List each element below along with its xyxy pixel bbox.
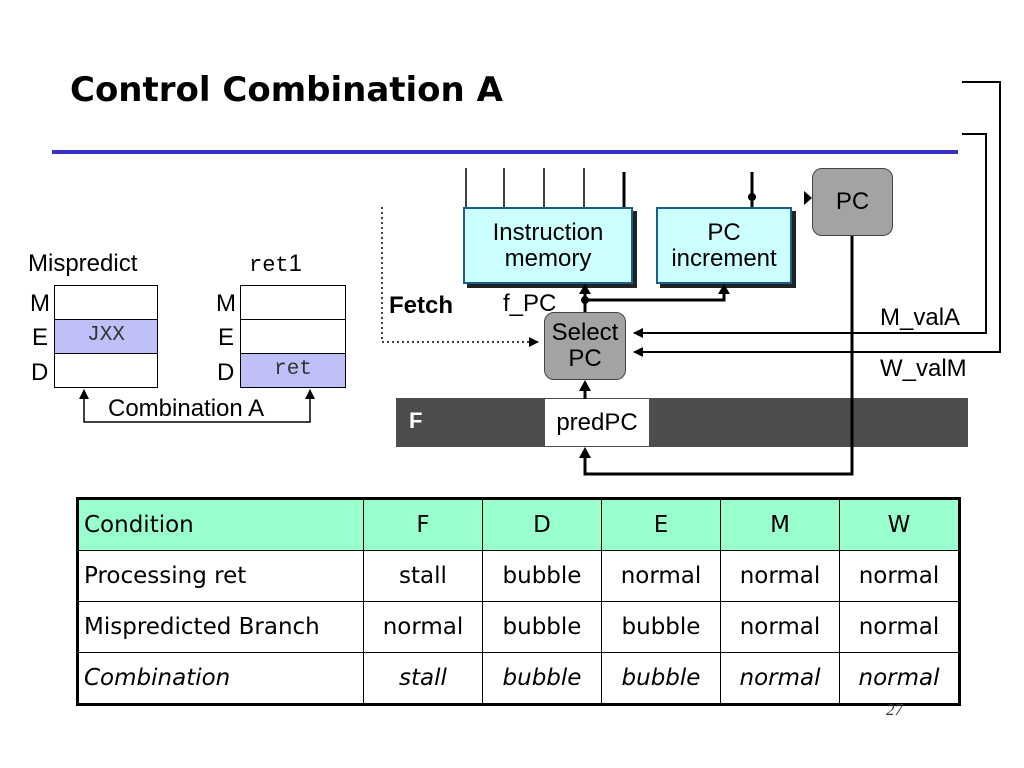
m-vala-wire [633,133,987,338]
mispredict-instr: JXX [87,324,125,347]
instruction-memory-inputs [465,168,626,207]
row-condition: Combination [77,652,364,705]
predpc-field: predPC [545,399,649,446]
w-valm-label: W_valM [880,355,967,382]
table-row: Mispredicted Branch normal bubble bubble… [77,601,960,653]
header-w: W [839,498,960,551]
cell-d: bubble [482,550,602,602]
stage-label-e2: E [218,324,235,351]
cell-w: normal [839,652,960,705]
cell-e: normal [601,550,721,602]
ret-stage-m [240,285,346,320]
pc-block: PC [812,168,893,236]
row-condition: Processing ret [77,550,364,602]
cell-d: bubble [482,652,602,705]
f-pc-label: f_PC [503,290,557,317]
stage-label-d: D [31,359,49,386]
f-pipeline-register [396,398,968,447]
pc-to-predpc-bus [583,236,854,476]
cell-e: bubble [601,652,721,705]
table-row: Combination stall bubble bubble normal n… [77,652,960,705]
cell-w: normal [839,601,960,653]
fetch-dotted-wire [381,207,539,347]
stage-label-d2: D [217,359,235,386]
table-header-row: Condition F D E M W [77,498,960,551]
w-valm-wire [633,81,1001,357]
row-condition: Mispredicted Branch [77,601,364,653]
header-d: D [482,498,602,551]
control-table: Condition F D E M W Processing ret stall… [76,497,961,706]
page-number: 27 [886,700,903,719]
title-divider [52,150,958,154]
combination-caption: Combination A [108,395,265,422]
mispredict-stage-m [54,285,158,320]
mispredict-stage-e: JXX [54,319,158,354]
ret-stage-d: ret [240,353,346,388]
combination-bracket [79,389,315,423]
table-row: Processing ret stall bubble normal norma… [77,550,960,602]
ret-label: ret1 [249,250,302,278]
m-vala-label: M_valA [880,304,961,331]
stage-label-e: E [32,324,49,351]
cell-w: normal [839,550,960,602]
page-title: Control Combination A [70,70,503,110]
f-register-label: F [409,408,423,433]
stage-label-m2: M [216,290,236,317]
stage-label-m: M [30,290,50,317]
cell-f: stall [363,652,483,705]
cell-m: normal [720,601,840,653]
cell-d: bubble [482,601,602,653]
pc-in-arrow [804,191,812,205]
ret-instr: ret [274,358,312,381]
cell-f: normal [363,601,483,653]
mispredict-stage-d [54,353,158,388]
header-f: F [363,498,483,551]
f-pc-bus [583,292,726,312]
header-condition: Condition [77,498,364,551]
header-m: M [720,498,840,551]
cell-m: normal [720,550,840,602]
cell-f: stall [363,550,483,602]
cell-e: bubble [601,601,721,653]
header-e: E [601,498,721,551]
cell-m: normal [720,652,840,705]
fetch-label: Fetch [389,292,454,319]
mispredict-label: Mispredict [28,250,138,277]
